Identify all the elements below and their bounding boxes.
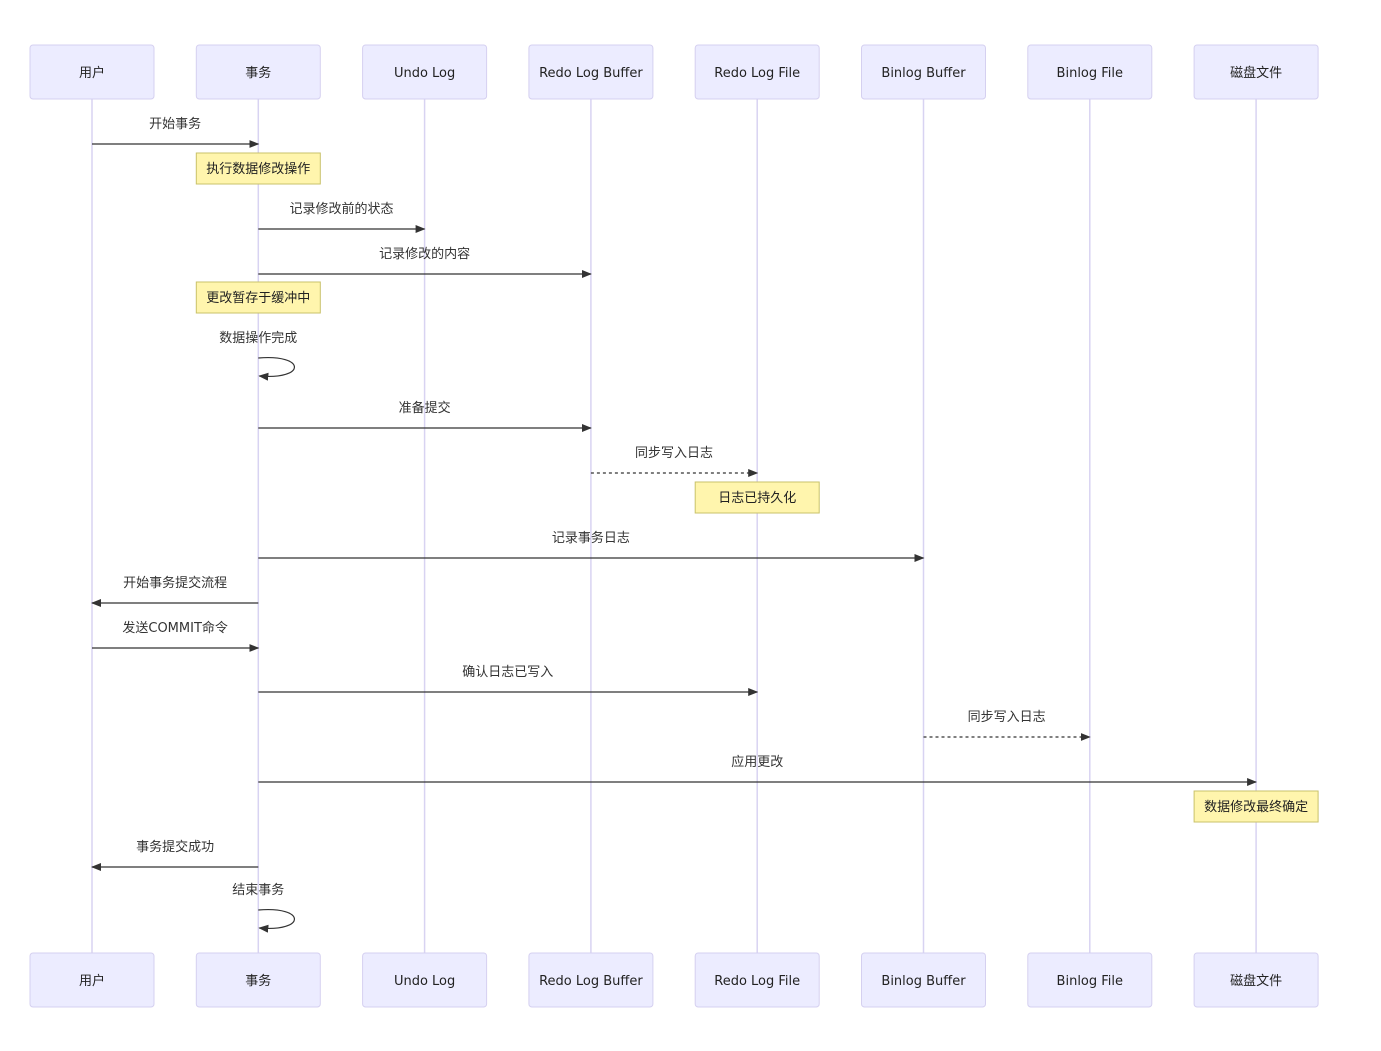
lifelines-layer <box>91 99 1257 953</box>
participant-undo-bottom: Undo Log <box>362 952 488 1008</box>
participant-box <box>861 952 986 1008</box>
participant-label: 事务 <box>245 973 271 989</box>
self-message-arrow <box>258 356 296 381</box>
participant-redobuf-bottom: Redo Log Buffer <box>528 952 654 1008</box>
participant-label: Undo Log <box>394 974 455 989</box>
note-box <box>694 481 820 514</box>
participant-label: Binlog File <box>1057 66 1123 81</box>
note-label: 日志已持久化 <box>718 491 796 506</box>
participant-label: Redo Log Buffer <box>539 66 643 81</box>
participant-label: Binlog Buffer <box>881 974 966 989</box>
message-label: 发送COMMIT命令 <box>122 620 228 636</box>
participant-binfile-bottom: Binlog File <box>1027 952 1153 1008</box>
participant-label: 磁盘文件 <box>1230 65 1282 81</box>
message-label: 开始事务提交流程 <box>123 575 227 591</box>
participant-box <box>1193 44 1319 100</box>
message-12: 确认日志已写入 <box>258 665 759 696</box>
message-9: 记录事务日志 <box>258 530 925 562</box>
participant-user-top: 用户 <box>29 44 155 100</box>
participant-undo-top: Undo Log <box>362 44 488 100</box>
participant-disk-bottom: 磁盘文件 <box>1193 952 1319 1008</box>
message-label: 确认日志已写入 <box>462 665 553 680</box>
participant-label: 用户 <box>79 65 105 81</box>
message-11: 发送COMMIT命令 <box>92 620 260 652</box>
message-13: 同步写入日志 <box>923 710 1091 741</box>
events-layer: 开始事务执行数据修改操作记录修改前的状态记录修改的内容更改暂存于缓冲中数据操作完… <box>91 116 1319 933</box>
participant-box <box>1027 44 1153 100</box>
participant-box <box>1027 952 1153 1008</box>
note-1: 执行数据修改操作 <box>195 152 321 185</box>
participant-label: 事务 <box>245 65 271 81</box>
self-5: 数据操作完成 <box>219 330 297 381</box>
participant-label: 磁盘文件 <box>1230 973 1282 989</box>
participant-label: Binlog Buffer <box>881 66 966 81</box>
self-message-arrow <box>258 908 296 933</box>
participant-binbuf-top: Binlog Buffer <box>861 44 986 100</box>
participant-redofile-top: Redo Log File <box>694 44 820 100</box>
participant-box <box>362 952 488 1008</box>
participant-box <box>694 44 820 100</box>
participant-box <box>1193 952 1319 1008</box>
participant-redobuf-top: Redo Log Buffer <box>528 44 654 100</box>
participant-label: Redo Log File <box>714 66 800 81</box>
participant-txn-top: 事务 <box>195 44 321 100</box>
message-14: 应用更改 <box>258 754 1258 786</box>
message-label: 记录修改的内容 <box>379 246 470 262</box>
message-label: 事务提交成功 <box>136 839 214 855</box>
participant-label: Redo Log Buffer <box>539 974 643 989</box>
message-3: 记录修改的内容 <box>258 246 592 278</box>
participant-box <box>362 44 488 100</box>
participant-label: Redo Log File <box>714 974 800 989</box>
note-15: 数据修改最终确定 <box>1193 790 1319 823</box>
message-label: 记录修改前的状态 <box>289 201 393 217</box>
message-label: 记录事务日志 <box>552 530 630 546</box>
message-7: 同步写入日志 <box>590 446 759 477</box>
message-10: 开始事务提交流程 <box>91 575 259 607</box>
self-message-label: 结束事务 <box>232 882 284 898</box>
note-box <box>1193 790 1319 823</box>
message-6: 准备提交 <box>258 400 592 432</box>
participant-box <box>29 952 155 1008</box>
participant-label: Binlog File <box>1057 974 1123 989</box>
participant-binbuf-bottom: Binlog Buffer <box>861 952 986 1008</box>
participant-box <box>528 44 654 100</box>
note-box <box>195 281 321 314</box>
message-label: 准备提交 <box>399 400 451 416</box>
participant-label: 用户 <box>79 973 105 989</box>
message-label: 同步写入日志 <box>968 710 1046 725</box>
participant-label: Undo Log <box>394 66 455 81</box>
participant-box <box>528 952 654 1008</box>
actors-top-row: 用户 事务 Undo Log Redo Log Buffer Redo Log File… <box>29 44 1319 100</box>
message-label: 同步写入日志 <box>635 446 713 461</box>
message-label: 应用更改 <box>731 754 783 770</box>
participant-box <box>29 44 155 100</box>
participant-txn-bottom: 事务 <box>195 952 321 1008</box>
participant-box <box>861 44 986 100</box>
self-17: 结束事务 <box>232 882 296 933</box>
message-2: 记录修改前的状态 <box>258 201 426 233</box>
note-label: 数据修改最终确定 <box>1204 799 1308 815</box>
participant-user-bottom: 用户 <box>29 952 155 1008</box>
note-4: 更改暂存于缓冲中 <box>195 281 321 314</box>
message-0: 开始事务 <box>92 116 260 148</box>
participant-binfile-top: Binlog File <box>1027 44 1153 100</box>
note-label: 执行数据修改操作 <box>206 161 310 177</box>
message-16: 事务提交成功 <box>91 839 259 871</box>
note-label: 更改暂存于缓冲中 <box>206 291 310 306</box>
note-8: 日志已持久化 <box>694 481 820 514</box>
participant-disk-top: 磁盘文件 <box>1193 44 1319 100</box>
self-message-label: 数据操作完成 <box>219 330 297 346</box>
participant-box <box>694 952 820 1008</box>
participant-box <box>195 44 321 100</box>
message-label: 开始事务 <box>149 116 201 132</box>
participant-redofile-bottom: Redo Log File <box>694 952 820 1008</box>
participant-box <box>195 952 321 1008</box>
note-box <box>195 152 321 185</box>
actors-bottom-row: 用户 事务 Undo Log Redo Log Buffer Redo Log File… <box>29 952 1319 1008</box>
